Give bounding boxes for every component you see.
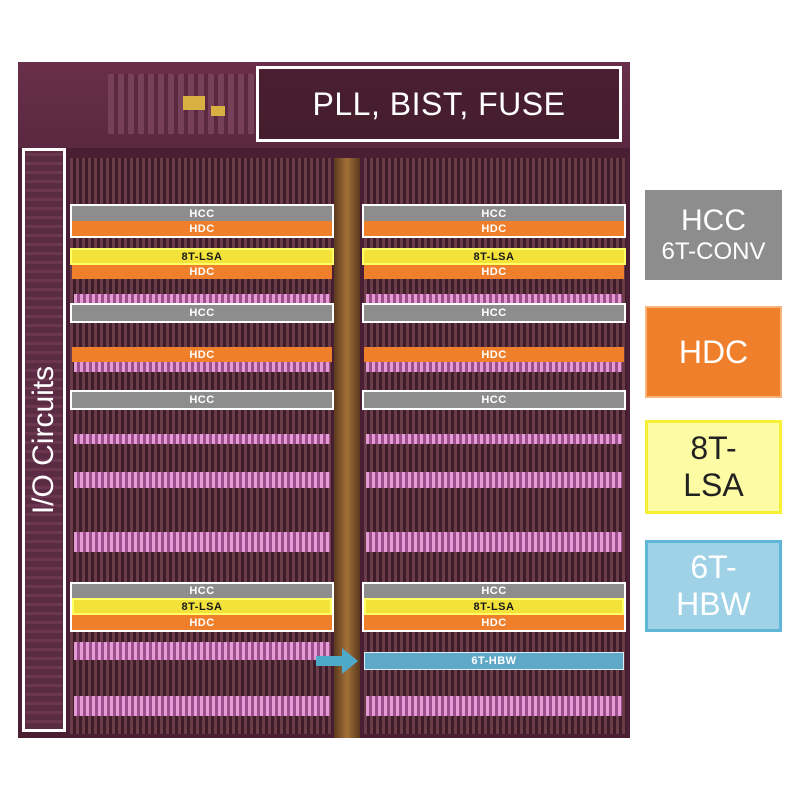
hbw-pointer-arrow-shaft	[316, 656, 344, 666]
array-stripe	[366, 472, 622, 488]
hdc-array: HDC	[364, 265, 624, 279]
hdc-array: HDC	[364, 615, 624, 630]
array-stripe	[74, 532, 330, 552]
hdc-array: HDC	[364, 221, 624, 236]
array-group-outline	[362, 582, 626, 632]
legend-hbw-line2: HBW	[676, 586, 751, 622]
array-group-outline	[362, 204, 626, 238]
hbw-pointer-arrow-icon	[342, 648, 358, 674]
array-stripe	[366, 696, 622, 716]
array-stripe	[74, 362, 330, 372]
array-group-outline	[70, 390, 334, 410]
legend-hcc: HCC 6T-CONV	[645, 190, 782, 280]
hcc-array: HCC	[72, 206, 332, 221]
peripheral-region: PLL, BIST, FUSE	[18, 62, 630, 148]
right-memory-core	[364, 158, 626, 734]
array-stripe	[74, 472, 330, 488]
hdc-array: HDC	[364, 347, 624, 362]
legend-hbw-line1: 6T-	[690, 549, 737, 586]
lsa-array: 8T-LSA	[72, 598, 332, 615]
array-stripe	[74, 696, 330, 716]
pll-bist-fuse-region: PLL, BIST, FUSE	[256, 66, 622, 142]
array-stripe	[74, 294, 330, 304]
array-group-outline	[70, 582, 334, 632]
hcc-array: HCC	[72, 305, 332, 321]
array-group-outline	[362, 390, 626, 410]
array-stripe	[366, 294, 622, 304]
array-stripe	[74, 642, 330, 660]
legend-hcc-title: HCC	[681, 203, 746, 237]
legend-hcc-subtitle: 6T-CONV	[661, 238, 766, 266]
center-spine	[334, 158, 360, 738]
array-stripe	[366, 532, 622, 552]
io-circuits-region: I/O Circuits	[22, 148, 66, 732]
io-circuits-label: I/O Circuits	[27, 365, 60, 515]
array-group-outline	[70, 204, 334, 238]
chip-die-photo: PLL, BIST, FUSE I/O Circuits HCC HDC 8T-…	[18, 62, 630, 738]
hdc-array: HDC	[72, 615, 332, 630]
lsa-array: 8T-LSA	[364, 598, 624, 615]
hbw-array: 6T-HBW	[364, 652, 624, 670]
array-group-outline	[70, 303, 334, 323]
legend-hdc: HDC	[645, 306, 782, 398]
lsa-array: 8T-LSA	[70, 248, 334, 265]
lsa-array: 8T-LSA	[362, 248, 626, 265]
pad-block	[183, 96, 205, 110]
hcc-array: HCC	[364, 584, 624, 598]
legend-lsa-line2: LSA	[683, 467, 744, 503]
legend-lsa-line1: 8T-	[690, 430, 737, 467]
hdc-array: HDC	[72, 221, 332, 236]
legend-hdc-title: HDC	[678, 333, 749, 370]
hcc-array: HCC	[364, 206, 624, 221]
hcc-array: HCC	[364, 305, 624, 321]
hdc-array: HDC	[72, 265, 332, 279]
array-group-outline	[362, 303, 626, 323]
legend-lsa: 8T- LSA	[645, 420, 782, 514]
hcc-array: HCC	[364, 392, 624, 408]
legend-hbw: 6T- HBW	[645, 540, 782, 632]
hcc-array: HCC	[72, 392, 332, 408]
pad-block	[211, 106, 225, 116]
hcc-array: HCC	[72, 584, 332, 598]
array-stripe	[366, 434, 622, 444]
pll-bist-fuse-label: PLL, BIST, FUSE	[312, 85, 566, 122]
hdc-array: HDC	[72, 347, 332, 362]
array-stripe	[74, 434, 330, 444]
array-stripe	[366, 362, 622, 372]
